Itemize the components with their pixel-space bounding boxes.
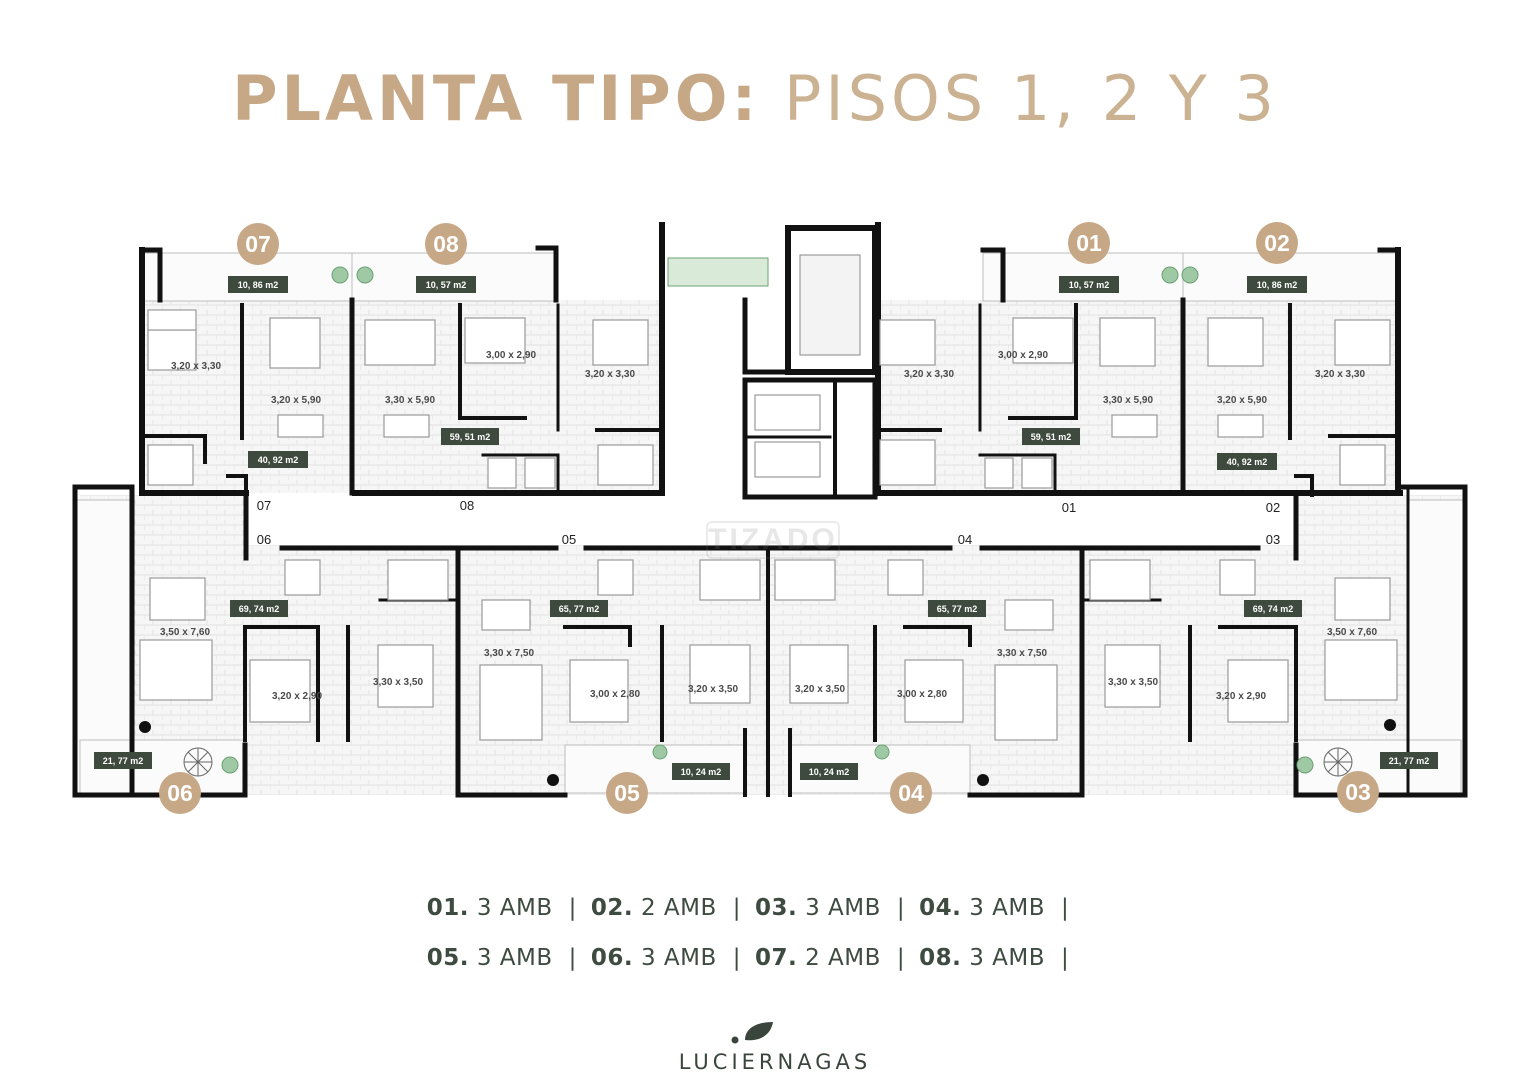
- columns: [139, 719, 1396, 786]
- unit-badge-label: 06: [167, 780, 193, 806]
- balcony-area: 10, 24 m2: [809, 767, 850, 777]
- balcony-area: 21, 77 m2: [1389, 756, 1430, 766]
- unit-area: 40, 92 m2: [1227, 457, 1268, 467]
- balcony-area: 10, 24 m2: [681, 767, 722, 777]
- unit-badge-label: 05: [614, 780, 640, 806]
- room-dim: 3,20 x 3,50: [688, 684, 738, 695]
- unit-area-labels: [230, 428, 1302, 617]
- room-dim: 3,30 x 3,50: [1108, 677, 1158, 688]
- unit-badge-label: 02: [1264, 230, 1290, 256]
- unit-area: 59, 51 m2: [450, 432, 491, 442]
- brand-leaf-icon: [731, 1022, 773, 1044]
- page-title: PLANTA TIPO: PISOS 1, 2 Y 3: [0, 62, 1510, 135]
- unit-badge-05: [606, 772, 648, 814]
- door-tag: 04: [958, 532, 972, 547]
- unit-area: 69, 74 m2: [1253, 604, 1294, 614]
- legend-separator: |: [1061, 945, 1070, 971]
- room-dim: 3,50 x 7,60: [160, 627, 210, 638]
- room-dim: 3,20 x 3,30: [904, 369, 954, 380]
- room-dim: 3,20 x 5,90: [271, 395, 321, 406]
- unit-area: 65, 77 m2: [937, 604, 978, 614]
- door-tag: 06: [257, 532, 271, 547]
- door-tag: 08: [460, 498, 474, 513]
- room-dim: 3,50 x 7,60: [1327, 627, 1377, 638]
- balcony-area: 10, 57 m2: [426, 280, 467, 290]
- legend-separator: |: [896, 945, 906, 971]
- door-tag: 03: [1266, 532, 1280, 547]
- balcony-area: 21, 77 m2: [103, 756, 144, 766]
- room-dim: 3,30 x 7,50: [484, 648, 534, 659]
- unit-badge-01: [1068, 222, 1110, 264]
- legend-row-2: 05. 3 AMB | 06. 3 AMB | 07. 2 AMB | 08. 3 AMB |: [0, 945, 1510, 971]
- unit-badge-04: [890, 772, 932, 814]
- unit-area: 59, 51 m2: [1031, 432, 1072, 442]
- legend-item: 08. 3 AMB: [919, 945, 1045, 971]
- legend-separator: |: [1061, 895, 1070, 921]
- door-tag: 02: [1266, 500, 1280, 515]
- unit-badge-02: [1256, 222, 1298, 264]
- unit-badge-08: [425, 223, 467, 265]
- legend-item: 06. 3 AMB: [590, 945, 717, 971]
- room-dim: 3,00 x 2,90: [998, 350, 1048, 361]
- room-dim: 3,20 x 5,90: [1217, 395, 1267, 406]
- legend-separator: |: [732, 895, 741, 921]
- legend-item: 04. 3 AMB: [919, 895, 1045, 921]
- room-dim: 3,20 x 2,90: [1216, 691, 1266, 702]
- balcony-area: 10, 57 m2: [1069, 280, 1110, 290]
- door-tag: 05: [562, 532, 576, 547]
- walls: [72, 222, 1468, 798]
- legend-item: 05. 3 AMB: [426, 945, 553, 971]
- room-dim: 3,20 x 3,30: [1315, 369, 1365, 380]
- legend-item: 01. 3 AMB: [426, 895, 553, 921]
- balcony-area-labels: [94, 276, 1438, 780]
- unit-area: 40, 92 m2: [258, 455, 299, 465]
- legend-separator: |: [568, 895, 577, 921]
- room-dim: 3,20 x 2,90: [272, 691, 322, 702]
- title-light: PISOS 1, 2 Y 3: [783, 62, 1278, 135]
- unit-area: 65, 77 m2: [559, 604, 600, 614]
- room-dim: 3,00 x 2,80: [897, 689, 947, 700]
- legend-separator: |: [568, 945, 577, 971]
- unit-badge-label: 01: [1076, 230, 1102, 256]
- brand-name: LUCIERNAGAS: [678, 1050, 872, 1074]
- legend-item: 02. 2 AMB: [590, 895, 717, 921]
- balcony-area: 10, 86 m2: [238, 280, 279, 290]
- legend-item: 03. 3 AMB: [755, 895, 881, 921]
- room-dim: 3,00 x 2,90: [486, 350, 536, 361]
- unit-area: 69, 74 m2: [239, 604, 280, 614]
- title-bold: PLANTA TIPO:: [232, 62, 761, 135]
- door-tag: 07: [257, 498, 271, 513]
- unit-badge-06: [159, 772, 201, 814]
- legend-item: 07. 2 AMB: [755, 945, 881, 971]
- room-dim: 3,00 x 2,80: [590, 689, 640, 700]
- planters: [221, 257, 1314, 774]
- unit-badge-label: 07: [245, 231, 271, 257]
- room-dim: 3,20 x 3,30: [171, 361, 221, 372]
- room-dim: 3,30 x 5,90: [385, 395, 435, 406]
- room-dim: 3,20 x 3,50: [795, 684, 845, 695]
- watermark: TIZADO: [706, 521, 840, 559]
- room-dim: 3,20 x 3,30: [585, 369, 635, 380]
- legend-separator: |: [732, 945, 741, 971]
- door-tag: 01: [1062, 500, 1076, 515]
- unit-badge-07: [237, 223, 279, 265]
- furniture: [139, 254, 1398, 741]
- unit-badge-03: [1337, 771, 1379, 813]
- room-dim: 3,30 x 7,50: [997, 648, 1047, 659]
- unit-badge-label: 08: [433, 231, 459, 257]
- stair-wheels: [183, 747, 1353, 777]
- legend-row-1: 01. 3 AMB | 02. 2 AMB | 03. 3 AMB | 04. 3 AMB |: [0, 895, 1510, 921]
- room-dim: 3,30 x 5,90: [1103, 395, 1153, 406]
- legend-separator: |: [896, 895, 906, 921]
- unit-badge-label: 03: [1345, 779, 1371, 805]
- unit-badge-label: 04: [898, 780, 924, 806]
- balcony-area: 10, 86 m2: [1257, 280, 1298, 290]
- room-dim: 3,30 x 3,50: [373, 677, 423, 688]
- unit-badges: [159, 222, 1379, 814]
